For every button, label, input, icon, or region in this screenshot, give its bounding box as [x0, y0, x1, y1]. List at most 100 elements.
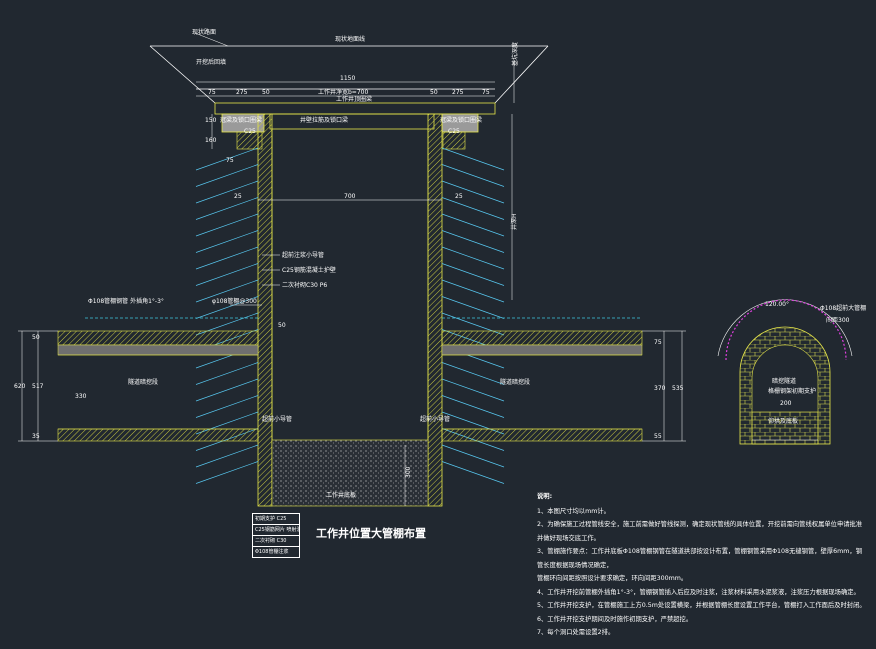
note-item: 管棚环向间距按照设计要求确定，环向间距300mm。: [537, 575, 688, 582]
depth-label: 井深H: [510, 213, 518, 230]
grout-pipe: [195, 263, 259, 286]
dim-160: 160: [205, 137, 217, 144]
right-dim-1: 370: [654, 385, 666, 392]
grout-pipe: [441, 197, 505, 220]
top-dim-3: 50: [430, 89, 438, 96]
legend-item: C25钢筋网片 喷射混凝土: [252, 524, 300, 535]
drawing-title: 工作井位置大管棚布置: [316, 526, 426, 540]
tunnel-right: [441, 330, 643, 442]
right-dim-0: 75: [654, 339, 662, 346]
dim-300: 300: [405, 466, 412, 478]
grout-pipe: [441, 279, 505, 303]
grout-pipe: [195, 147, 259, 171]
grout-pipe: [441, 378, 505, 402]
wall-note: C25钢筋混凝土护壁: [282, 266, 336, 274]
legend-item: 二次衬砌 C30: [252, 535, 300, 546]
grout-pipes-left: [195, 147, 259, 484]
grout-pipe: [441, 180, 505, 204]
dim-25-left: 25: [234, 193, 242, 200]
note-item: 7、每个洞口处需设置2排。: [537, 629, 615, 636]
bottom-right-label: 超前小导管: [420, 415, 450, 423]
left-dim-0: 50: [32, 334, 40, 341]
note-item: 1、本图尺寸均以mm计。: [537, 507, 610, 515]
tunnel-cross-section: [717, 299, 853, 445]
pipe-left-label: φ108管棚@300: [212, 297, 257, 305]
crown-beam: [214, 102, 496, 150]
legend-item: 初期支护 C25: [252, 513, 300, 524]
section-width: 200: [780, 400, 792, 407]
section-invert-label: 仰拱及底板: [768, 417, 798, 425]
section-tunnel-label: 暗挖隧道: [772, 377, 796, 385]
top-dim-1: 275: [236, 89, 248, 96]
grout-pipe: [441, 362, 505, 385]
section-pipe-label: Φ108超前大管棚: [820, 304, 866, 312]
backfill-label: 开挖后回填: [196, 58, 226, 66]
grout-pipe: [195, 246, 259, 270]
ground-outline: [149, 45, 549, 104]
section-spacing: 间距300: [826, 316, 850, 324]
collar-label: 井壁拉筋及锁口梁: [300, 116, 348, 124]
grout-note: 超前注浆小导管: [282, 251, 324, 259]
grout-pipe: [441, 395, 505, 418]
grout-pipe: [195, 279, 259, 303]
bottom-left-label: 超前小导管: [262, 415, 292, 423]
top-dim-5: 75: [482, 89, 490, 96]
leader-lines: [194, 32, 280, 306]
secondary-lining-note: 二次衬砌C30 P6: [282, 281, 327, 289]
dim-75: 75: [226, 157, 234, 164]
grout-pipe: [441, 230, 505, 253]
c25-right: C25: [448, 128, 460, 135]
grout-pipe: [441, 164, 505, 187]
overall-width: 1150: [340, 75, 355, 82]
note-item: 6、工作井开挖支护期间及时施作初期支护，严禁超挖。: [537, 615, 693, 623]
legend-item: Φ108管棚注浆: [252, 546, 300, 558]
grout-pipe: [195, 395, 259, 418]
dimension-lines: [18, 60, 686, 506]
top-beam-label: 工作井顶圈梁: [336, 95, 372, 103]
tunnel-left: [57, 330, 259, 442]
left-crown-label: 冠梁及锁口圈梁: [220, 116, 262, 124]
shaft-walls: [257, 113, 443, 507]
top-dim-2: 50: [262, 89, 270, 96]
tunnel-right-label: 隧道暗挖段: [500, 378, 530, 386]
note-item: 5、工作井开挖支护，在管棚施工上方0.5m处设置横梁，并根据管棚长度设置工作平台…: [537, 602, 866, 609]
section-support-label: 格栅钢架初期支护: [768, 387, 816, 395]
left-dim-1: 517: [32, 383, 44, 390]
notes-panel: 说明: 1、本图尺寸均以mm计。 2、为确保施工过程管线安全，施工前需做好管线探…: [537, 490, 867, 640]
right-total: 535: [672, 385, 684, 392]
c25-left: C25: [244, 128, 256, 135]
grout-pipe: [195, 362, 259, 385]
note-item: 4、工作井开挖前管棚外插角1°-3°，管棚钢管插入后应及时注浆，注浆材料采用水泥…: [537, 588, 860, 596]
grout-pipe: [195, 197, 259, 220]
section-angle: 120.00°: [765, 301, 789, 308]
grout-pipe: [195, 296, 259, 319]
dim-25-right: 25: [455, 193, 463, 200]
grout-pipe: [195, 230, 259, 253]
left-height-330: 330: [75, 393, 87, 400]
grout-pipe: [441, 444, 505, 468]
notes-heading: 说明:: [537, 493, 553, 500]
note-item: 2、为确保施工过程管线安全，施工前需做好管线探测，确定现状管线的具体位置，开挖前…: [537, 521, 863, 542]
grout-pipe: [441, 147, 505, 171]
top-dim-4: 275: [452, 89, 464, 96]
left-total: 620: [14, 383, 26, 390]
side-height-label: 基坑深度: [511, 42, 519, 66]
tunnel-left-label: 隧道暗挖段: [128, 378, 158, 386]
grout-pipe: [195, 461, 259, 484]
grout-pipe: [195, 444, 259, 468]
grout-pipe: [441, 296, 505, 319]
pipe-note-left: Φ108管棚钢管 外插角1°-3°: [88, 297, 164, 305]
grout-pipe: [441, 461, 505, 484]
right-dim-2: 55: [654, 433, 662, 440]
legend-box: 初期支护 C25 C25钢筋网片 喷射混凝土 二次衬砌 C30 Φ108管棚注浆: [252, 513, 300, 558]
dim-700: 700: [344, 193, 356, 200]
grout-pipe: [195, 180, 259, 204]
grout-pipe: [441, 213, 505, 237]
grout-pipe: [195, 378, 259, 402]
ground-line-label: 现状地面线: [335, 35, 365, 43]
grout-pipe: [441, 246, 505, 270]
right-crown-label: 冠梁及锁口圈梁: [440, 116, 482, 124]
inner-width-label: 工作井净宽b=700: [318, 88, 368, 96]
grout-pipe: [195, 213, 259, 237]
